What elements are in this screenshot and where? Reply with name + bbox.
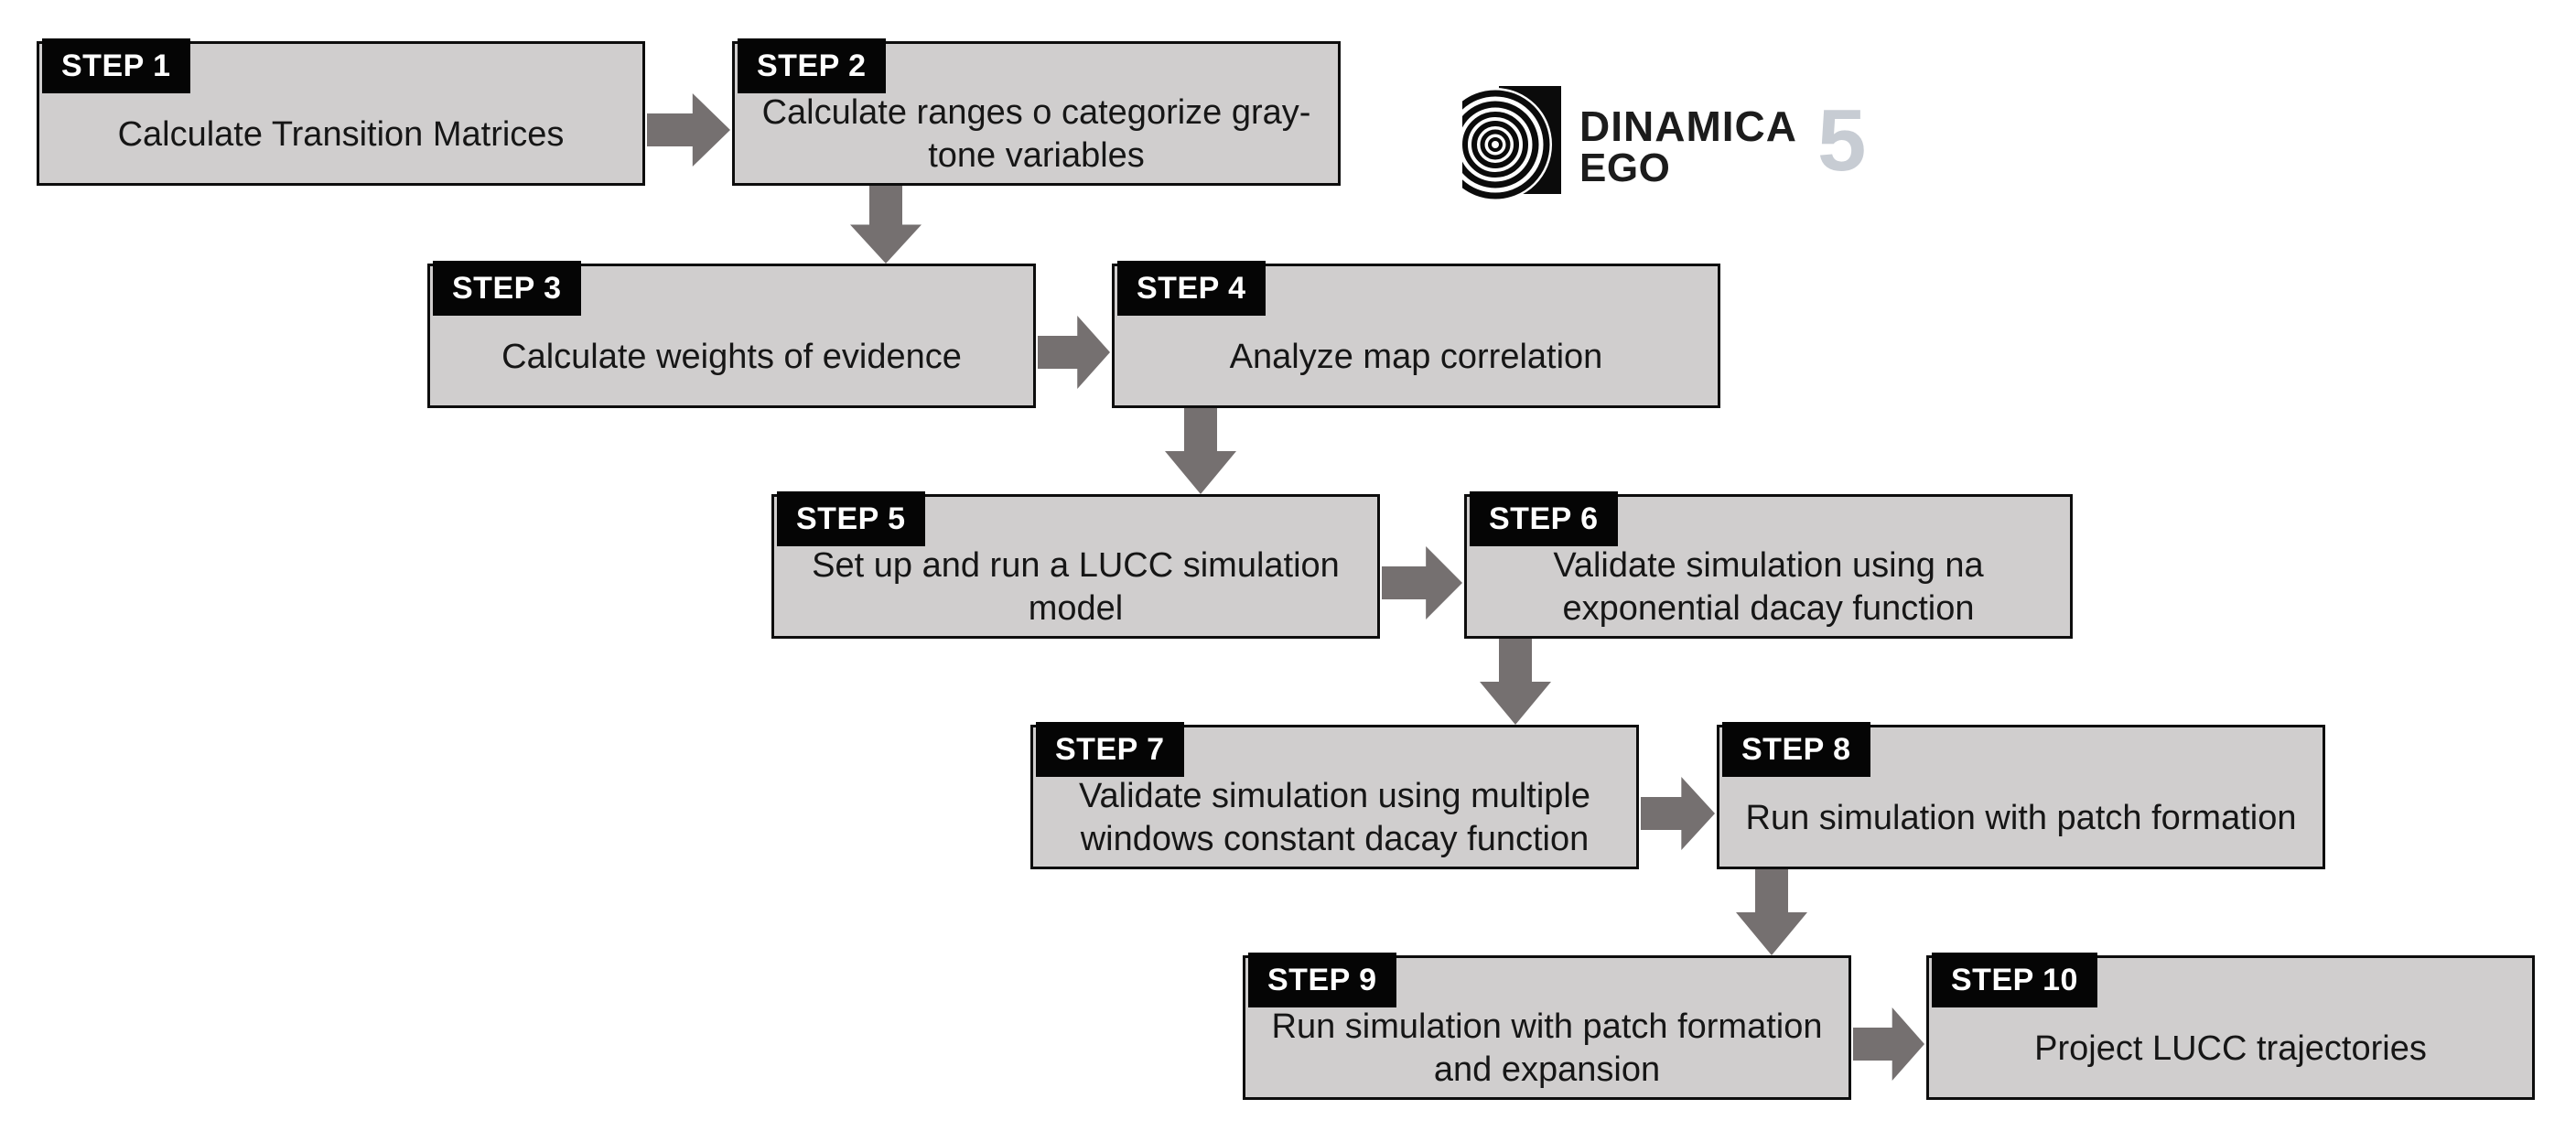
concentric-circles-mark-icon <box>1462 86 1561 199</box>
logo-brand-sub: EGO <box>1579 145 1671 190</box>
step-8-title: Run simulation with patch formation <box>1745 798 2297 837</box>
flow-arrow-right-icon <box>1641 777 1715 850</box>
flow-arrow-down-icon <box>850 186 922 264</box>
step-7-title: Validate simulation using multiple windo… <box>1078 777 1591 858</box>
step-4-badge: STEP 4 <box>1117 261 1266 316</box>
step-8-box: STEP 8 Run simulation with patch formati… <box>1717 722 2325 869</box>
step-2-box: STEP 2 Calculate ranges o categorize gra… <box>732 38 1341 186</box>
step-6-badge: STEP 6 <box>1470 491 1618 546</box>
step-10-badge: STEP 10 <box>1932 953 2097 1007</box>
step-2-title: Calculate ranges o categorize gray-tone … <box>761 93 1311 175</box>
flow-arrow-right-icon <box>1853 1007 1924 1081</box>
step-4-title: Analyze map correlation <box>1229 337 1603 376</box>
step-5-title: Set up and run a LUCC simulation model <box>812 546 1340 628</box>
step-9-box: STEP 9 Run simulation with patch formati… <box>1243 953 1851 1100</box>
step-7-box: STEP 7 Validate simulation using multipl… <box>1030 722 1639 869</box>
step-3-badge: STEP 3 <box>433 261 581 316</box>
logo-wordmark: DINAMICA EGO <box>1579 104 1797 188</box>
flow-arrow-right-icon <box>647 93 730 167</box>
step-1-box: STEP 1 Calculate Transition Matrices <box>37 38 645 186</box>
step-3-title: Calculate weights of evidence <box>501 337 962 376</box>
step-10-box: STEP 10 Project LUCC trajectories <box>1926 953 2535 1100</box>
logo-version-number: 5 <box>1816 92 1867 189</box>
step-3-box: STEP 3 Calculate weights of evidence <box>427 261 1036 408</box>
step-2-badge: STEP 2 <box>738 38 886 93</box>
flow-arrow-down-icon <box>1736 869 1807 955</box>
step-10-title: Project LUCC trajectories <box>2034 1029 2427 1068</box>
step-6-title: Validate simulation using na exponential… <box>1553 546 1984 628</box>
step-7-badge: STEP 7 <box>1036 722 1184 777</box>
step-1-badge: STEP 1 <box>42 38 190 93</box>
flow-arrow-right-icon <box>1382 546 1462 619</box>
dinamica-ego-logo: DINAMICA EGO 5 <box>1462 84 1866 199</box>
flow-arrow-down-icon <box>1480 639 1551 725</box>
step-8-badge: STEP 8 <box>1722 722 1870 777</box>
step-1-title: Calculate Transition Matrices <box>117 114 565 154</box>
step-9-badge: STEP 9 <box>1248 953 1396 1007</box>
step-5-box: STEP 5 Set up and run a LUCC simulation … <box>771 491 1380 639</box>
step-9-title: Run simulation with patch formation and … <box>1271 1007 1823 1089</box>
flow-arrow-right-icon <box>1038 316 1110 389</box>
flow-arrow-down-icon <box>1165 408 1236 494</box>
step-4-box: STEP 4 Analyze map correlation <box>1112 261 1720 408</box>
step-5-badge: STEP 5 <box>777 491 925 546</box>
step-6-box: STEP 6 Validate simulation using na expo… <box>1464 491 2073 639</box>
logo-brand-name: DINAMICA <box>1579 102 1797 150</box>
